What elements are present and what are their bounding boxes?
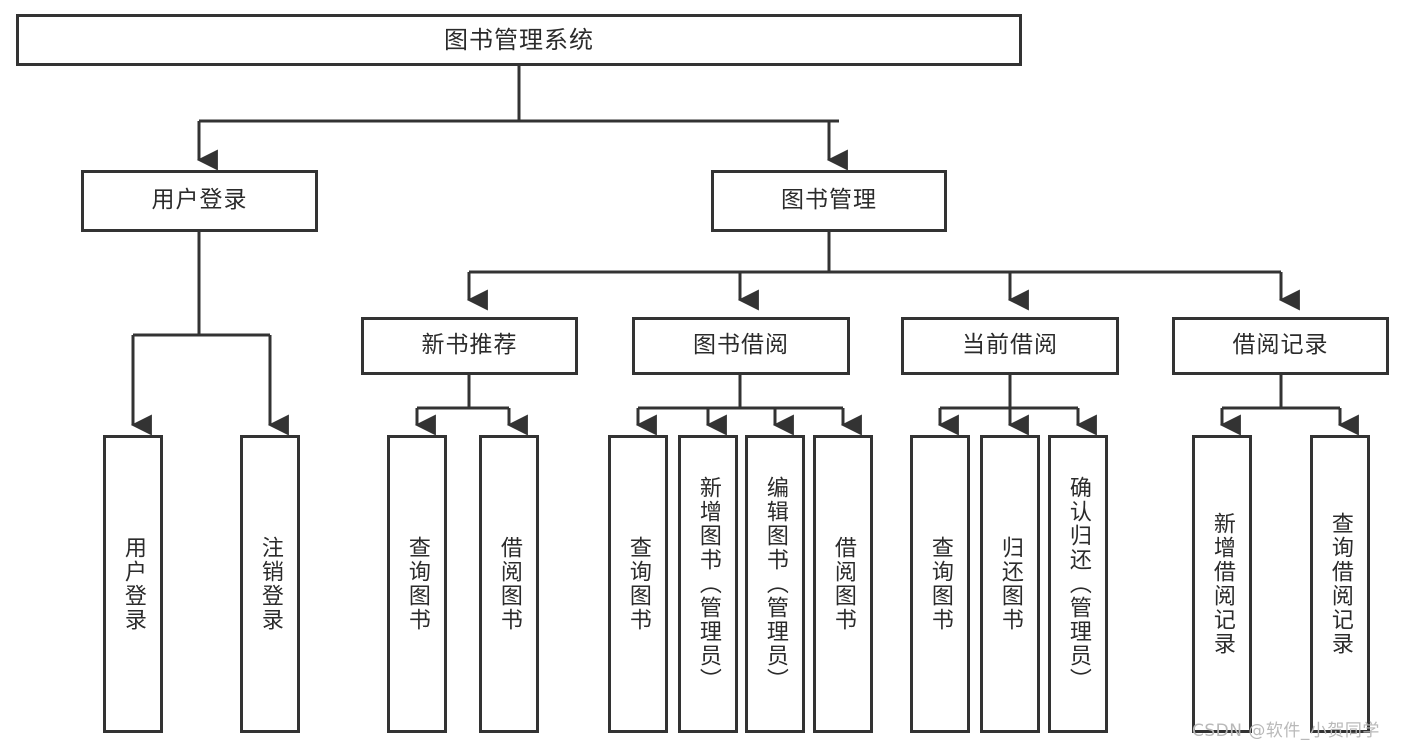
node-current-borrow[interactable]: 当前借阅 <box>901 317 1119 375</box>
node-label: 图书管理系统 <box>444 25 594 54</box>
node-label: 用户登录 <box>151 187 248 214</box>
leaf-label: 查询图书 <box>404 536 430 632</box>
watermark-text: CSDN @软件_小贺同学 <box>1192 721 1380 741</box>
node-label: 图书借阅 <box>693 332 789 359</box>
leaf-current-return-book[interactable]: 归还图书 <box>980 435 1040 733</box>
leaf-label: 新增图书（管理员） <box>695 476 721 692</box>
node-book-management[interactable]: 图书管理 <box>711 170 947 232</box>
leaf-current-query-book[interactable]: 查询图书 <box>910 435 970 733</box>
leaf-label: 注销登录 <box>257 536 283 632</box>
leaf-new-book-query[interactable]: 查询图书 <box>387 435 447 733</box>
leaf-label: 新增借阅记录 <box>1209 512 1235 656</box>
node-label: 新书推荐 <box>421 332 518 359</box>
leaf-current-confirm-return[interactable]: 确认归还（管理员） <box>1048 435 1108 733</box>
node-root-system[interactable]: 图书管理系统 <box>16 14 1022 66</box>
leaf-borrow-query-book[interactable]: 查询图书 <box>608 435 668 733</box>
leaf-label: 借阅图书 <box>830 536 856 632</box>
node-borrow-record[interactable]: 借阅记录 <box>1172 317 1389 375</box>
leaf-borrow-edit-book[interactable]: 编辑图书（管理员） <box>745 435 805 733</box>
node-label: 借阅记录 <box>1232 332 1329 359</box>
leaf-label: 用户登录 <box>120 536 146 632</box>
leaf-logout[interactable]: 注销登录 <box>240 435 300 733</box>
leaf-label: 借阅图书 <box>496 536 522 632</box>
node-label: 图书管理 <box>781 187 877 214</box>
node-book-borrow[interactable]: 图书借阅 <box>632 317 850 375</box>
leaf-label: 确认归还（管理员） <box>1065 476 1091 692</box>
leaf-borrow-add-book[interactable]: 新增图书（管理员） <box>678 435 738 733</box>
node-new-book-recommend[interactable]: 新书推荐 <box>361 317 578 375</box>
leaf-label: 归还图书 <box>997 536 1023 632</box>
leaf-record-query[interactable]: 查询借阅记录 <box>1310 435 1370 733</box>
leaf-user-login[interactable]: 用户登录 <box>103 435 163 733</box>
leaf-label: 编辑图书（管理员） <box>762 476 788 692</box>
leaf-new-book-borrow[interactable]: 借阅图书 <box>479 435 539 733</box>
leaf-label: 查询图书 <box>625 536 651 632</box>
leaf-borrow-borrow-book[interactable]: 借阅图书 <box>813 435 873 733</box>
node-label: 当前借阅 <box>962 332 1058 359</box>
leaf-label: 查询图书 <box>927 536 953 632</box>
leaf-record-add[interactable]: 新增借阅记录 <box>1192 435 1252 733</box>
leaf-label: 查询借阅记录 <box>1327 512 1353 656</box>
node-user-login[interactable]: 用户登录 <box>81 170 318 232</box>
